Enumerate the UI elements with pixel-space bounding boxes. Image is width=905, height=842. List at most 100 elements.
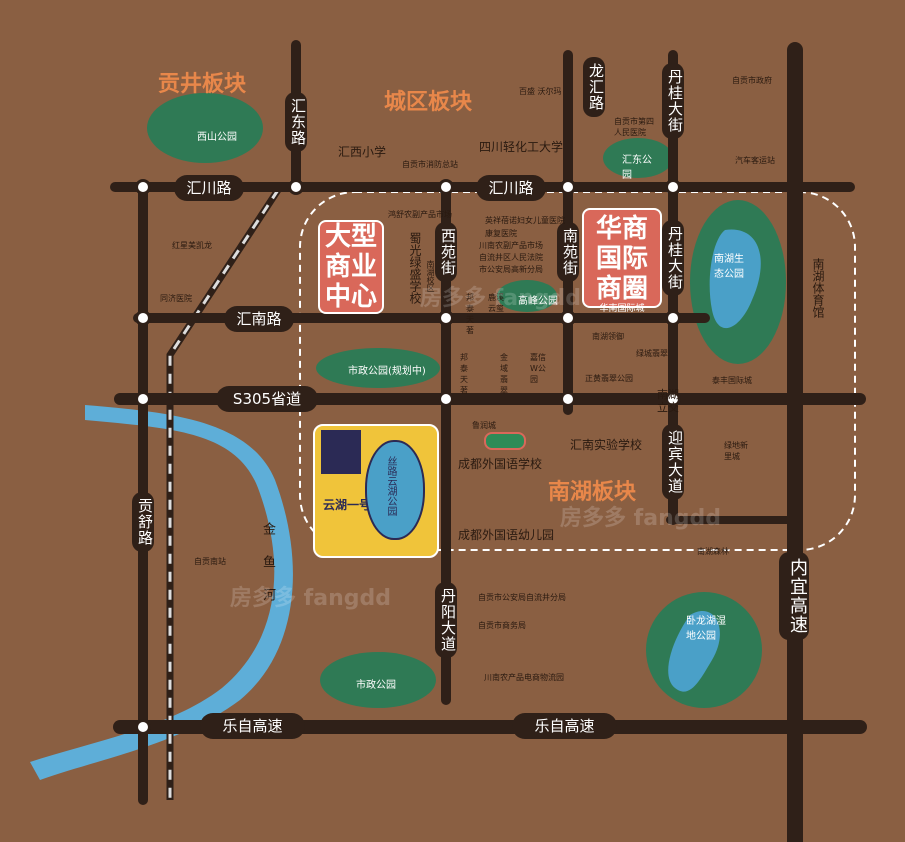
poi-bus-station: 汽车客运站 <box>735 156 775 165</box>
huidong-park-area <box>603 138 673 178</box>
poi-nanhu-campus: 南湖校区 <box>426 260 435 292</box>
poi-business-bureau: 自贡市商务局 <box>478 621 526 630</box>
poi-wolong-park: 卧龙湖湿地公园 <box>686 616 726 642</box>
river-label: 金鱼河 <box>260 522 275 621</box>
road-label-huichuan: 汇川路 <box>476 175 546 201</box>
project-lake <box>365 440 425 540</box>
road-label-longhui: 龙汇路 <box>583 57 605 117</box>
poi-gaofeng-park: 高峰公园 <box>518 296 558 307</box>
poi-zhenghuang: 正黄翡翠公园 <box>585 374 633 383</box>
poi-lvcheng: 绿城翡翠 <box>636 349 668 358</box>
poi-xishan-park: 西山公园 <box>197 132 237 143</box>
nanhu-interchange-label: 南湖立交 <box>657 388 679 414</box>
watermark: 房多多 fangdd <box>560 506 721 531</box>
huashang-sub: 华南国际城 <box>599 304 645 314</box>
poi-light-industry: 四川轻化工大学 <box>479 140 564 154</box>
poi-gov: 自贡市政府 <box>732 76 772 85</box>
shizheng-plan-park-area <box>316 348 440 388</box>
junction-node <box>135 719 151 735</box>
poi-luchun: 绿地新里城 <box>724 441 748 461</box>
project-logo <box>321 430 361 474</box>
gaofeng-park-area <box>497 280 557 312</box>
poi-jincheng: 金域翡翠 <box>500 353 508 395</box>
road-label-lezi: 乐自高速 <box>200 713 305 739</box>
junction-node <box>665 391 681 407</box>
road-label-dangui: 丹桂大街 <box>662 220 684 296</box>
road-label-danyang: 丹阳大道 <box>435 582 457 658</box>
project-name: 云湖一号 <box>323 498 372 512</box>
poi-bangtai1: 邦泰天著 <box>466 293 474 335</box>
wolong-lake <box>668 611 720 692</box>
commercial-center-box: 大型商业中心 <box>318 220 384 314</box>
watermark: 房多多 fangdd <box>230 586 391 611</box>
road-label-xiyuan: 西苑街 <box>435 222 457 282</box>
road-label-yingbin: 迎宾大道 <box>662 424 684 500</box>
road-label-neiyi: 内宜高速 <box>779 552 809 640</box>
road-label-dangui: 丹桂大街 <box>662 63 684 139</box>
road-label-huichuan: 汇川路 <box>174 175 244 201</box>
junction-node <box>665 310 681 326</box>
poi-nanhu-lingyu: 南湖领御 <box>592 332 624 341</box>
poi-fire-bureau: 自贡市消防总站 <box>402 160 458 169</box>
junction-node <box>438 310 454 326</box>
poi-chengdu-foreign: 成都外国语学校 <box>458 457 543 471</box>
poi-nanhu-forest: 南湖森林 <box>697 547 729 556</box>
junction-node <box>560 179 576 195</box>
project-park-label: 丝路云湖公园 <box>385 456 396 516</box>
junction-node <box>560 391 576 407</box>
poi-children-hosp: 英祥蓓诺妇女儿童医院 <box>485 216 565 225</box>
poi-bailu-walmart: 百盛 沃尔玛 <box>519 87 562 96</box>
road-label-gongshu: 贡舒路 <box>132 492 154 552</box>
junction-node <box>438 391 454 407</box>
road-label-nanyuan: 南苑街 <box>557 222 579 282</box>
poi-shuguang-school: 蜀光绿盛学校 <box>408 232 422 304</box>
poi-lushi: 鹿溪云玺 <box>488 293 504 313</box>
junction-node <box>135 179 151 195</box>
poi-police-ziliu: 自贡市公安局自流井分局 <box>478 593 566 602</box>
poi-shangcheng: 鲁润城 <box>472 421 496 430</box>
shizheng-park-area <box>320 652 436 708</box>
district-nanhu: 南湖板块 <box>548 480 637 505</box>
poi-police: 市公安局高新分局 <box>479 265 543 274</box>
poi-huinan-exp: 汇南实验学校 <box>570 438 643 452</box>
xishan-park-area <box>147 93 263 163</box>
poi-bangtai2: 邦泰天著 <box>460 353 468 395</box>
poi-shizheng-park: 市政公园 <box>356 680 396 691</box>
poi-huixi-school: 汇西小学 <box>338 145 387 159</box>
junction-node <box>135 391 151 407</box>
project-box: 云湖一号 丝路云湖公园 <box>313 424 439 558</box>
watermark: 房多多 fangdd <box>420 286 581 311</box>
district-chengqu: 城区板块 <box>384 90 473 115</box>
poi-huidong-park: 汇东公园 <box>622 155 652 181</box>
huashang-box: 华商国际商圈 华南国际城 <box>582 208 662 314</box>
junction-node <box>288 179 304 195</box>
junction-node <box>665 179 681 195</box>
road-label-huinan: 汇南路 <box>224 306 294 332</box>
poi-south-station: 自贡南站 <box>194 557 226 566</box>
poi-logistics: 川南农产品电商物流园 <box>484 673 564 682</box>
poi-jiaxin: 嘉信W公园 <box>530 353 546 384</box>
road-label-huidong: 汇东路 <box>285 92 307 152</box>
poi-hotel: 鸿舒农副产品市场 <box>388 210 452 219</box>
district-gongjing: 贡井板块 <box>158 72 247 97</box>
nanhu-eco-lake <box>709 229 761 329</box>
road-label-s305: S305省道 <box>216 386 318 412</box>
junction-node <box>438 179 454 195</box>
sports-field-icon <box>484 432 526 450</box>
junction-node <box>135 310 151 326</box>
poi-hongxing: 红星美凯龙 <box>172 241 212 250</box>
poi-court: 自流井区人民法院 <box>479 253 543 262</box>
junction-node <box>560 310 576 326</box>
poi-nanhu-eco-park: 南湖生态公园 <box>714 254 744 280</box>
poi-taifeng: 泰丰国际城 <box>712 376 752 385</box>
poi-shizheng-plan: 市政公园(规划中) <box>348 366 426 377</box>
poi-farm-market: 川南农副产品市场 <box>479 241 543 250</box>
huashang-title: 华商国际商圈 <box>595 214 648 304</box>
poi-kangfu: 康复医院 <box>485 229 517 238</box>
poi-sports: 南湖体育馆 <box>811 258 825 318</box>
poi-hospital4: 自贡市第四人民医院 <box>614 117 654 137</box>
jinyu-river <box>30 405 293 780</box>
poi-chengdu-kinder: 成都外国语幼儿园 <box>458 528 555 542</box>
